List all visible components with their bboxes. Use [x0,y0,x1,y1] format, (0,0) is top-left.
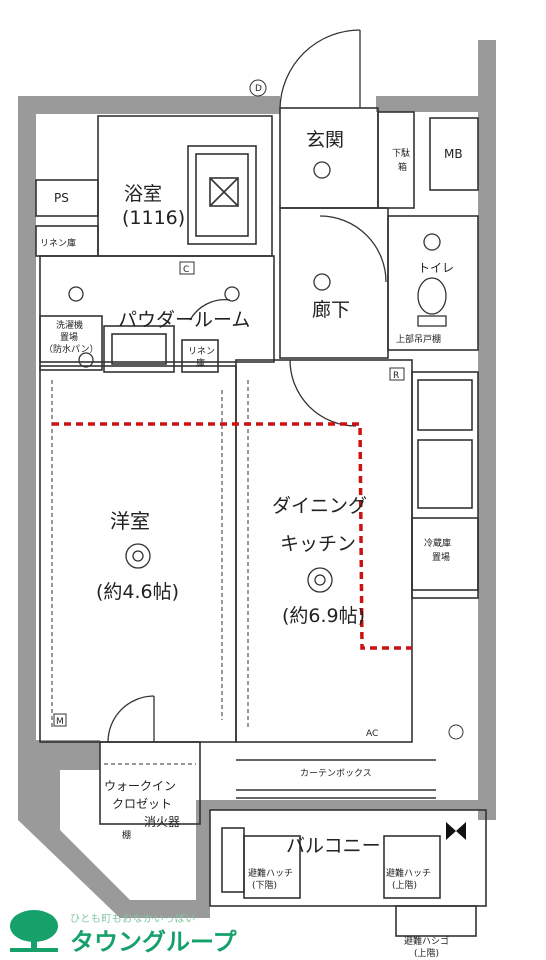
r-symbol: R [393,371,399,381]
light-icon [78,352,94,368]
kitchen-label: キッチン [280,533,356,555]
hallway-label: 廊下 [312,299,350,321]
door-swings [107,29,387,743]
western-room-area: (約4.6帖) [96,581,179,603]
powder-room-label: パウダールーム [118,309,250,331]
brand-logo-area: ひとも町もおなかいっぱい タウングループ [6,906,237,956]
ceiling-lights [68,161,441,593]
light-icon [125,543,151,569]
entrance-label: 玄関 [306,129,344,151]
ladder-label-1: 避難ハシゴ [404,935,449,947]
light-icon [224,286,240,302]
ladder-label-2: (上階) [414,948,439,959]
curtain-box-label: カーテンボックス [300,768,372,779]
hatch-label-3: 避難ハッチ [386,867,431,879]
hatch-label-4: (上階) [392,880,417,891]
washer-label-1: 洗濯機 [56,319,83,331]
linen-1-label: リネン庫 [40,237,76,249]
fire-extinguisher-label: 消火器 [144,815,180,829]
shoe-label-1: 下駄 [392,147,410,159]
linen-2b-label: 庫 [196,357,205,369]
washer-label-2: 置場 [60,331,78,343]
fridge-label-1: 冷蔵庫 [424,537,451,549]
dashed-lines [51,380,249,765]
bath-size: (1116) [122,207,185,229]
m2-marker [448,724,464,740]
toilet-label: トイレ [418,261,454,275]
brand-name: タウングループ [70,928,237,956]
mb-label: MB [444,147,463,161]
c-symbol: C [183,265,189,275]
interior-lines [35,107,487,937]
dining-label: ダイニング [272,495,367,517]
balcony-label: バルコニー [286,835,381,857]
light-icon [313,273,331,291]
tree-logo-icon [10,910,58,952]
light-icon [313,161,331,179]
outer-walls [18,40,496,918]
m-marker [53,713,67,727]
m-symbol: M [56,717,64,727]
washer-label-3: （防水パン） [44,343,98,355]
valve-icon [446,822,466,840]
light-icon [423,233,441,251]
closet-label-2: クロゼット [112,797,172,811]
upper-cabinet-label: 上部吊戸棚 [396,333,441,345]
d-marker [249,79,267,97]
closet-small-label: 棚 [122,829,131,841]
brand-tagline: ひとも町もおなかいっぱい [70,914,196,925]
western-room-label: 洋室 [110,509,150,533]
light-icon [68,286,84,302]
dining-kitchen-area: (約6.9帖) [282,605,365,627]
ac-symbol: AC [366,729,378,739]
light-icon [307,567,333,593]
hatch-label-1: 避難ハッチ [248,867,293,879]
bath-label: 浴室 [124,183,162,205]
hatch-label-2: (下階) [252,880,277,891]
linen-2-label: リネン [188,346,215,357]
shoe-label-2: 箱 [398,161,407,173]
d-symbol: D [255,84,262,94]
ps-label: PS [54,191,69,205]
r-marker [389,367,405,381]
c-marker [179,261,195,275]
fridge-label-2: 置場 [432,551,450,563]
toilet-icon [417,277,447,327]
red-dashed-boundary [52,422,412,650]
closet-label-1: ウォークイン [104,779,176,793]
